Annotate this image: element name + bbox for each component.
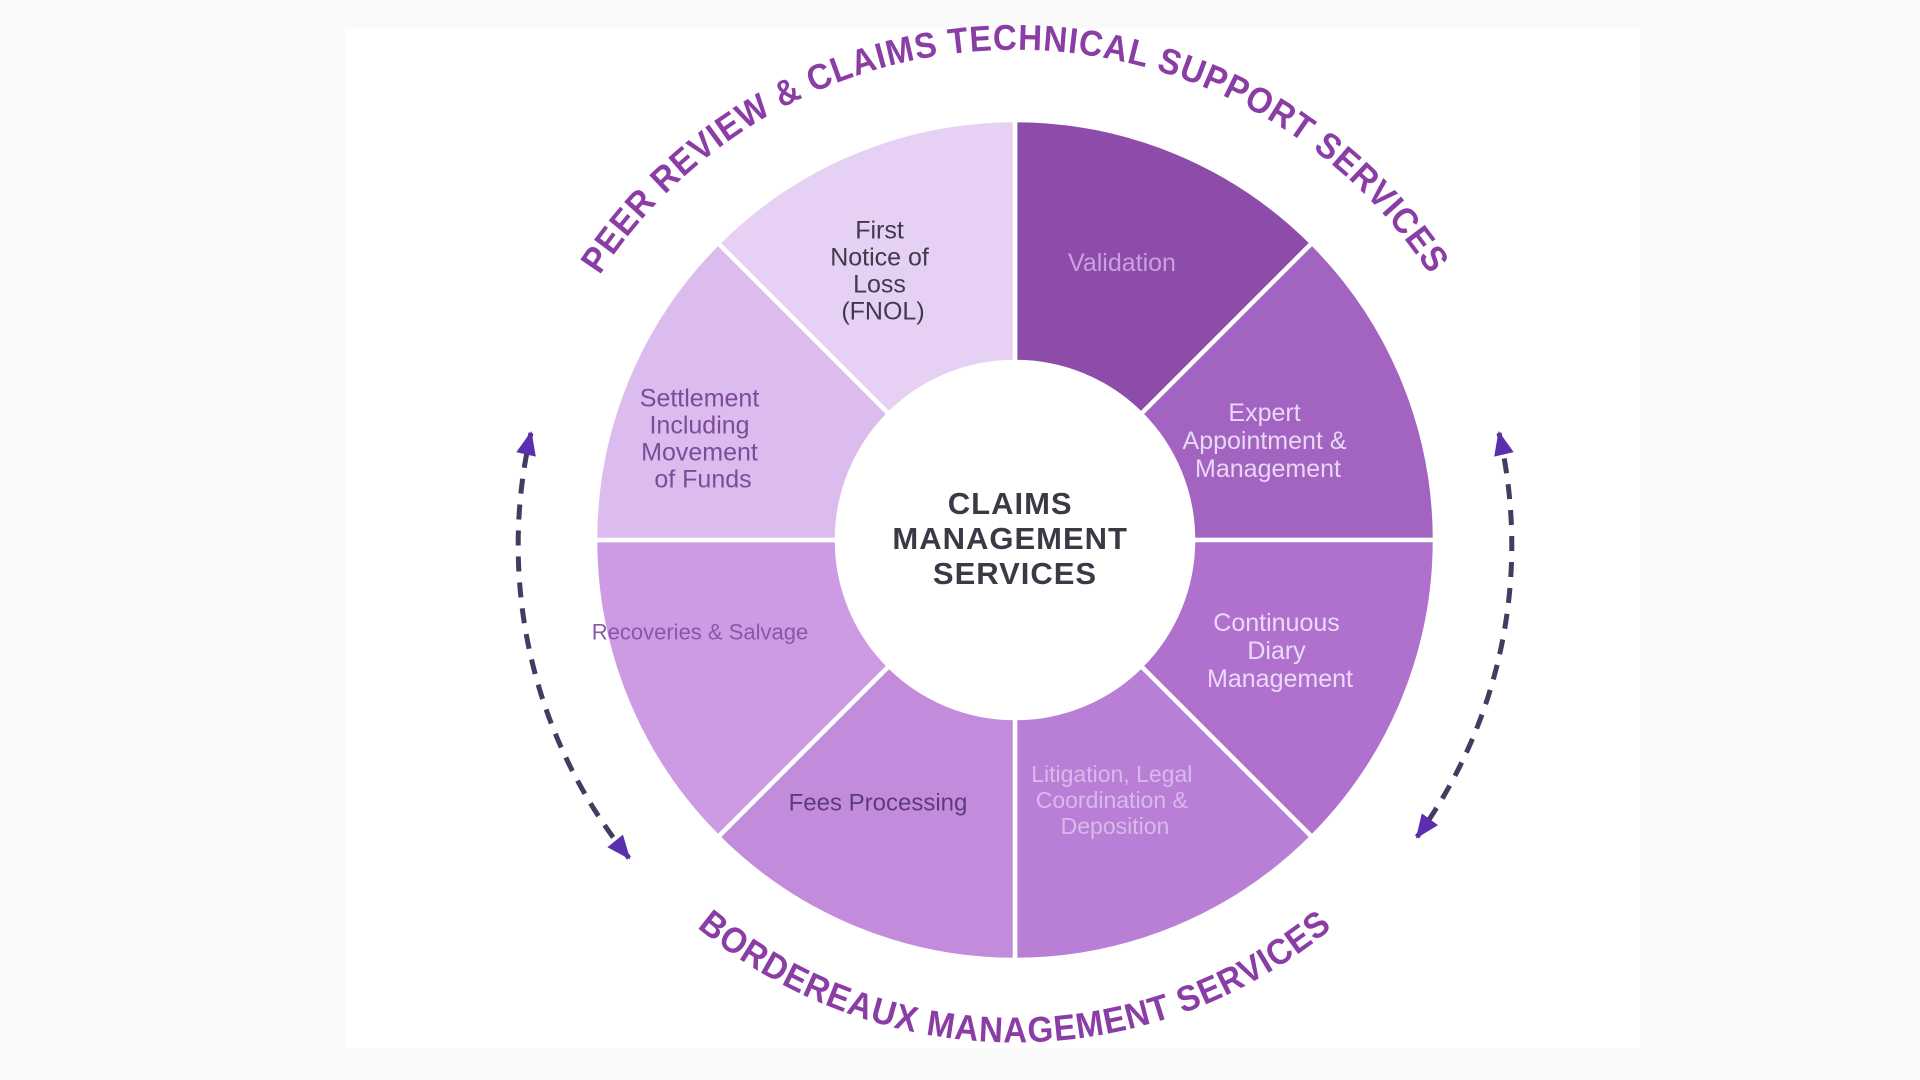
arrowhead-down-icon bbox=[607, 834, 631, 860]
segment-label-line: Management bbox=[1207, 665, 1353, 693]
segment-label-fees-processing: Fees Processing bbox=[789, 789, 968, 816]
segment-label-litigation-legal-coordination-deposition: Litigation, Legal Coordination & Deposit… bbox=[1031, 761, 1199, 839]
left-arrow-dashes bbox=[515, 432, 631, 860]
segment-expert-appointment-management bbox=[1138, 240, 1438, 543]
segment-label-line: Litigation, Legal bbox=[1031, 761, 1192, 787]
segment-label-validation: Validation bbox=[1068, 249, 1176, 277]
right-cycle-arrow bbox=[1414, 431, 1515, 839]
segment-label-continuous-diary-management: Continuous Diary Management bbox=[1207, 609, 1353, 693]
segment-label-line: of Funds bbox=[654, 465, 751, 493]
segment-label-line: Continuous bbox=[1213, 609, 1339, 637]
segment-label-line: Expert bbox=[1228, 399, 1300, 427]
hub-title-line: SERVICES bbox=[933, 556, 1097, 591]
arrowhead-down-icon bbox=[1415, 813, 1439, 839]
segment-label-line: Fees Processing bbox=[789, 789, 968, 816]
segment-label-line: Including bbox=[649, 411, 749, 439]
left-cycle-arrow bbox=[515, 431, 631, 860]
segment-label-line: Settlement bbox=[640, 384, 760, 412]
segment-label-line: (FNOL) bbox=[841, 297, 924, 325]
segment-label-line: Management bbox=[1195, 455, 1341, 483]
right-arrow-dashes bbox=[1414, 432, 1515, 839]
segment-label-line: Validation bbox=[1068, 249, 1176, 277]
segment-label-line: Diary bbox=[1247, 637, 1306, 665]
segment-recoveries-salvage bbox=[592, 537, 892, 840]
segment-label-line: Loss bbox=[853, 270, 906, 298]
segment-first-notice-of-loss bbox=[715, 117, 1018, 417]
hub-title-line: CLAIMS bbox=[948, 486, 1073, 521]
hub-title: CLAIMS MANAGEMENT SERVICES bbox=[892, 486, 1137, 591]
segment-label-line: Recoveries & Salvage bbox=[592, 620, 808, 645]
wheel bbox=[592, 117, 1438, 963]
hub-circle bbox=[837, 362, 1193, 718]
arrowhead-up-icon bbox=[1494, 431, 1514, 457]
segment-label-expert-appointment-management: Expert Appointment & Management bbox=[1183, 399, 1354, 483]
segment-label-line: Appointment & bbox=[1183, 427, 1347, 455]
segment-label-recoveries-salvage: Recoveries & Salvage bbox=[592, 620, 808, 645]
segment-label-line: Movement bbox=[641, 438, 758, 466]
segment-label-line: Coordination & bbox=[1036, 787, 1188, 813]
segment-label-first-notice-of-loss: First Notice of Loss (FNOL) bbox=[830, 216, 936, 325]
segment-litigation-legal-coordination-deposition bbox=[1012, 663, 1315, 963]
segment-label-line: First bbox=[855, 216, 904, 244]
segment-label-line: Deposition bbox=[1061, 813, 1170, 839]
arrowhead-up-icon bbox=[516, 431, 536, 457]
hub-title-line: MANAGEMENT bbox=[892, 521, 1128, 556]
segment-label-line: Notice of bbox=[830, 243, 929, 271]
segment-label-settlement-movement-of-funds: Settlement Including Movement of Funds bbox=[640, 384, 766, 493]
